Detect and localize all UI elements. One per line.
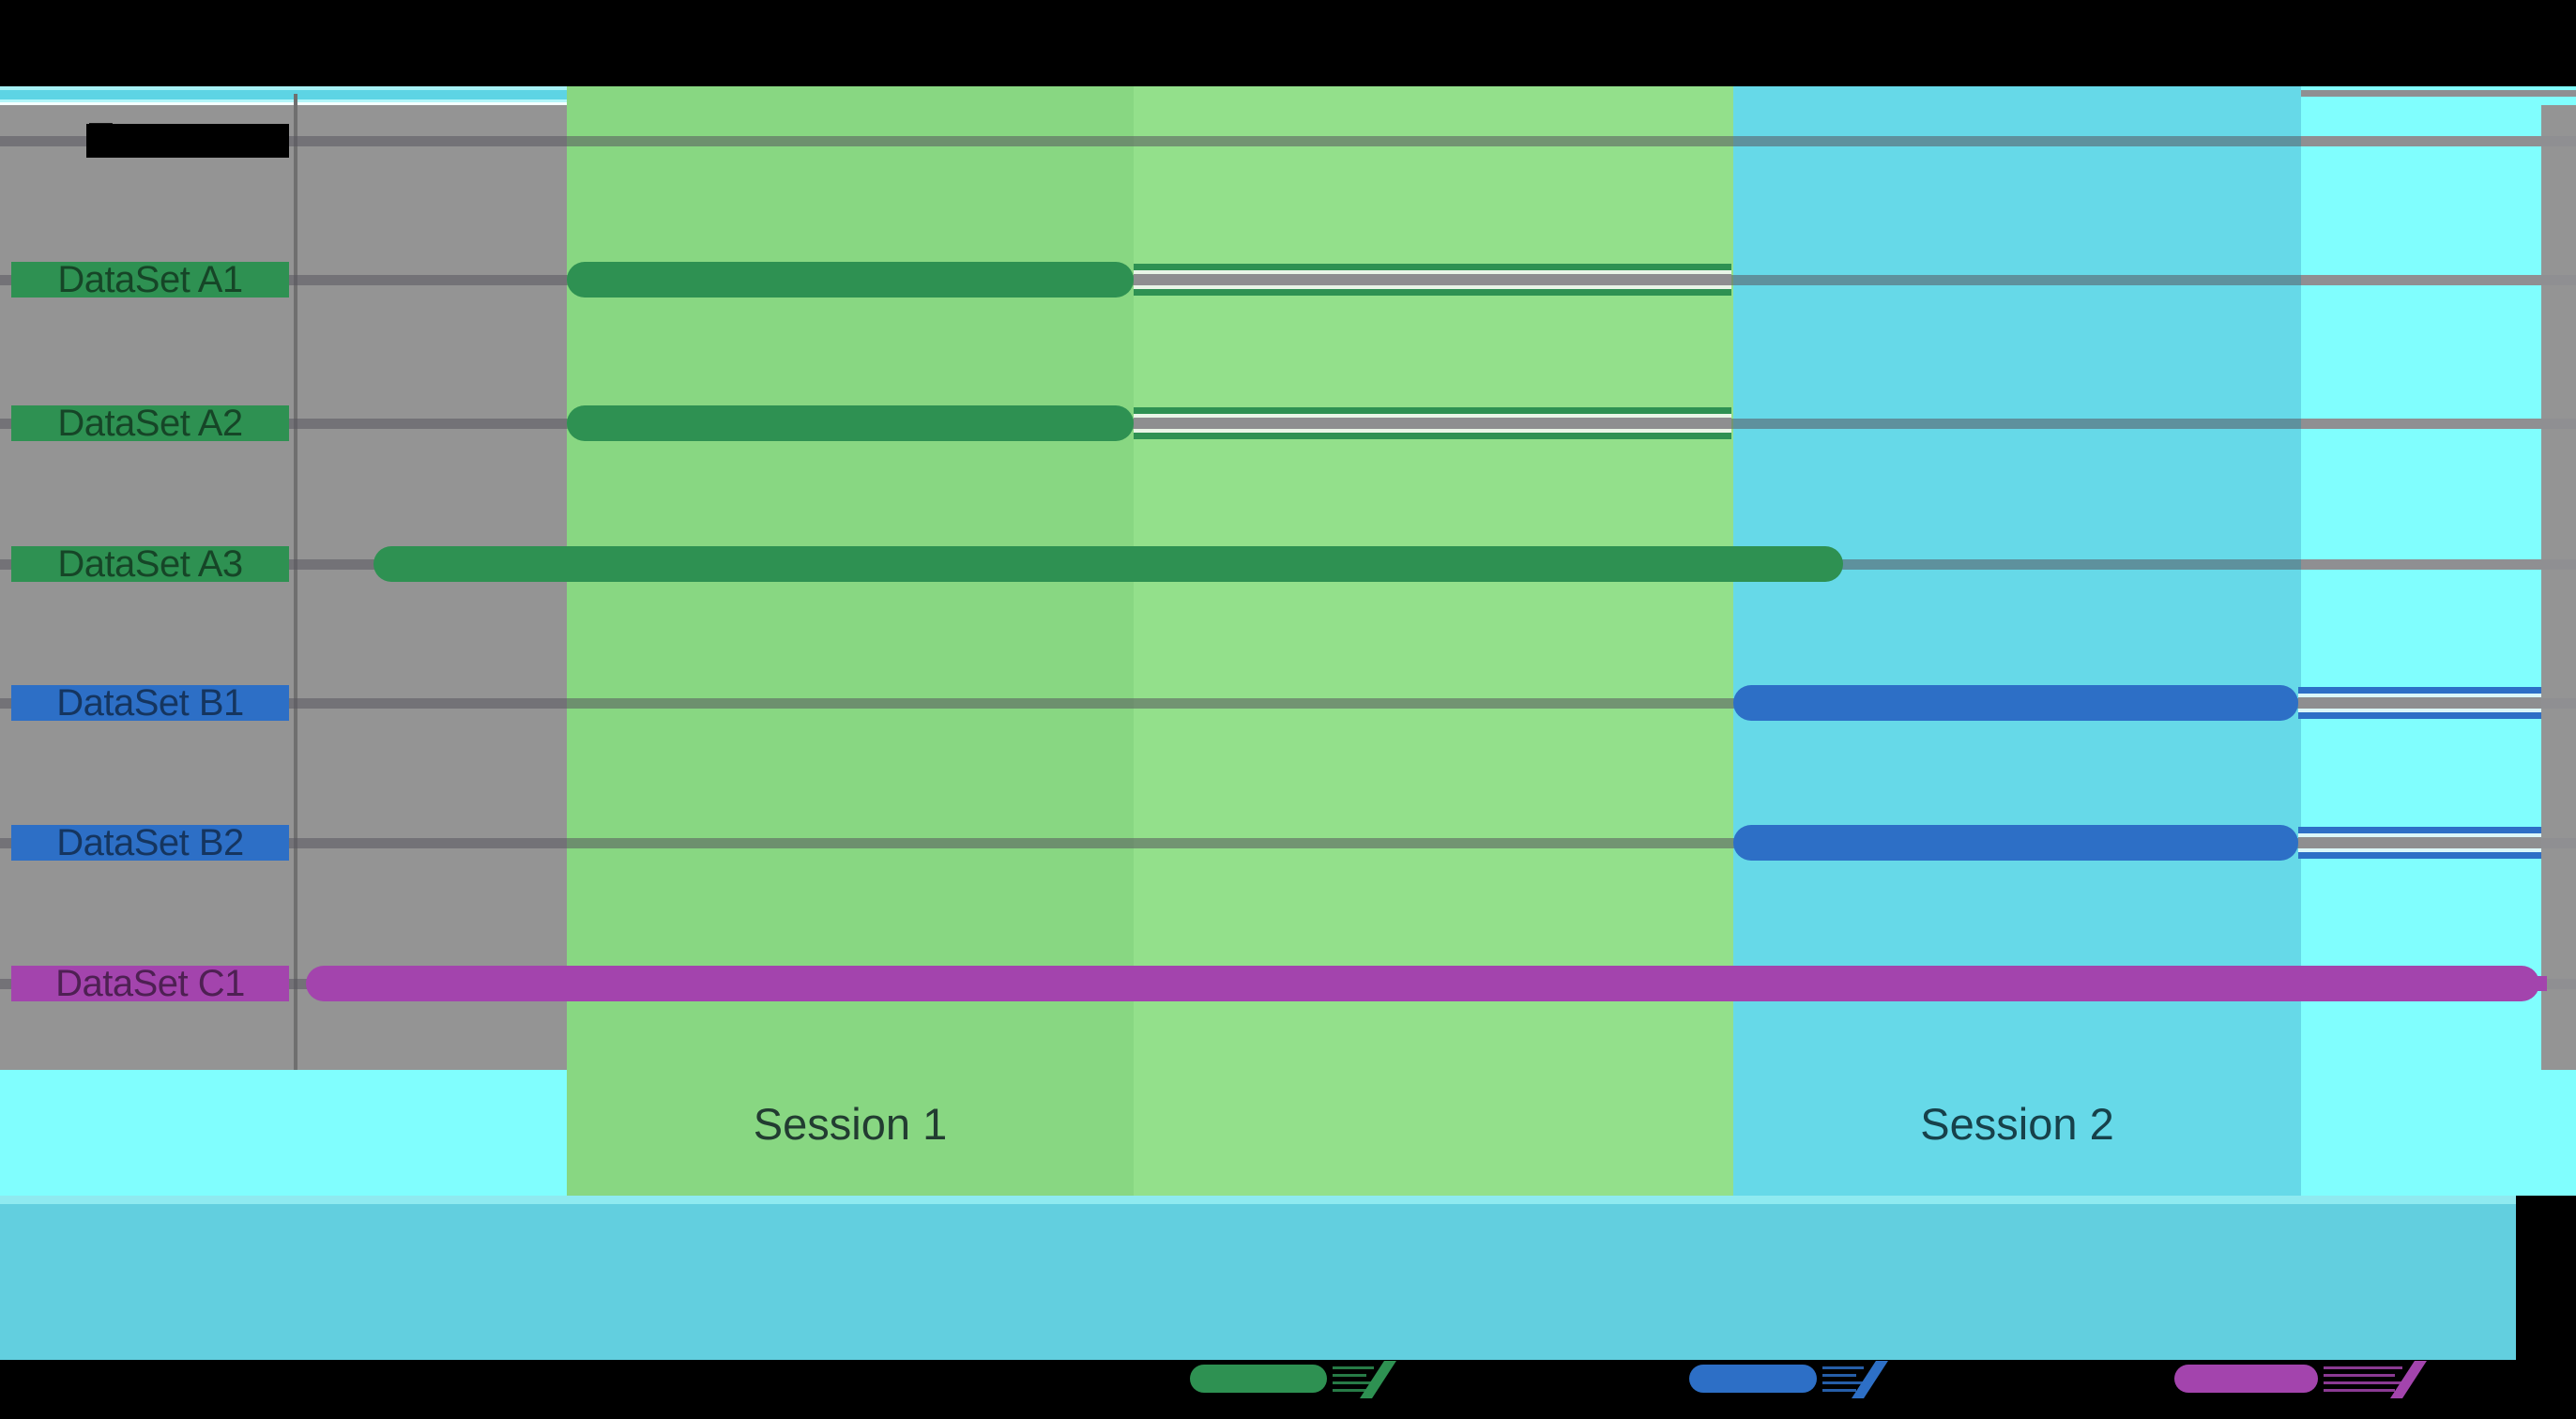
gantt-bar-tail	[1134, 407, 1731, 439]
tail-stripe	[1134, 285, 1731, 289]
gridline-right	[2301, 136, 2576, 146]
row-label-pill: DataSet B1	[11, 684, 289, 722]
tail-stripe	[2298, 687, 2541, 694]
tail-stripe	[1134, 433, 1731, 439]
gridline	[0, 136, 2301, 146]
legend-text-remnant	[2324, 1366, 2402, 1369]
gantt-bar-tail	[2298, 827, 2541, 859]
row-label-pill: DataSet A3	[11, 545, 289, 583]
legend-text-remnant	[1822, 1366, 1864, 1369]
gantt-bar	[1733, 685, 2298, 721]
gantt-bar-tail	[2298, 687, 2541, 719]
row-label-pill: DataSet B2	[11, 824, 289, 862]
session2-label: Session 2	[1920, 1099, 2114, 1149]
y-axis-line	[294, 94, 297, 1070]
tail-stripe	[2298, 709, 2541, 712]
gantt-bar	[1733, 825, 2298, 861]
legend-text-remnant	[2324, 1389, 2395, 1392]
right-margin-panel	[2541, 105, 2576, 1070]
session2-region	[1733, 86, 2301, 1196]
bar-end-tab	[2534, 976, 2547, 991]
row-label-pill: DataSet C1	[11, 965, 289, 1002]
tail-stripe	[2298, 848, 2541, 852]
top-right-frame-line	[2301, 90, 2576, 97]
tail-stripe	[1134, 418, 1731, 429]
gantt-bar-tail	[1134, 264, 1731, 296]
legend-text-remnant	[1822, 1381, 1864, 1384]
gantt-bar	[567, 405, 1134, 441]
gantt-bar	[567, 262, 1134, 298]
tail-stripe	[1134, 407, 1731, 414]
tail-stripe	[1134, 274, 1731, 285]
gridline	[0, 698, 2301, 709]
bottom-cyan-band	[0, 1196, 2516, 1360]
row-label-pill: DataSet A2	[11, 404, 289, 442]
legend-text-remnant	[1333, 1366, 1374, 1369]
tail-stripe	[2298, 697, 2541, 709]
gridline-right	[2301, 419, 2576, 429]
gantt-bar	[306, 966, 2539, 1001]
legend-text-remnant	[2324, 1374, 2395, 1377]
y-axis-header-obscuring-box	[86, 124, 289, 158]
session1-left-shade	[567, 86, 1134, 1196]
tail-stripe	[2298, 827, 2541, 833]
legend-text-remnant	[2324, 1381, 2402, 1384]
top-cyan-strip	[0, 86, 567, 105]
legend-text-remnant	[1822, 1374, 1856, 1377]
tail-stripe	[1134, 289, 1731, 296]
legend-text-remnant	[1333, 1374, 1366, 1377]
left-axis-panel	[0, 105, 567, 1070]
left-lower-background	[0, 1070, 567, 1196]
tail-stripe	[2298, 712, 2541, 719]
legend-pill	[1689, 1365, 1817, 1393]
legend-pill	[1190, 1365, 1327, 1393]
session1-label: Session 1	[753, 1099, 948, 1149]
tail-stripe	[2298, 837, 2541, 848]
tail-stripe	[2298, 833, 2541, 837]
legend-text-remnant	[1822, 1389, 1856, 1392]
legend-text-remnant	[1333, 1389, 1366, 1392]
tail-stripe	[1134, 264, 1731, 270]
tail-stripe	[1134, 429, 1731, 433]
tail-stripe	[1134, 270, 1731, 274]
row-label-pill: DataSet A1	[11, 261, 289, 298]
legend-text-remnant	[1333, 1381, 1374, 1384]
gantt-bar	[373, 546, 1843, 582]
gridline-right	[2301, 559, 2576, 570]
legend-pill	[2174, 1365, 2318, 1393]
gridline-right	[2301, 275, 2576, 285]
tail-stripe	[2298, 694, 2541, 697]
tail-stripe	[1134, 414, 1731, 418]
gridline	[0, 838, 2301, 848]
tail-stripe	[2298, 852, 2541, 859]
